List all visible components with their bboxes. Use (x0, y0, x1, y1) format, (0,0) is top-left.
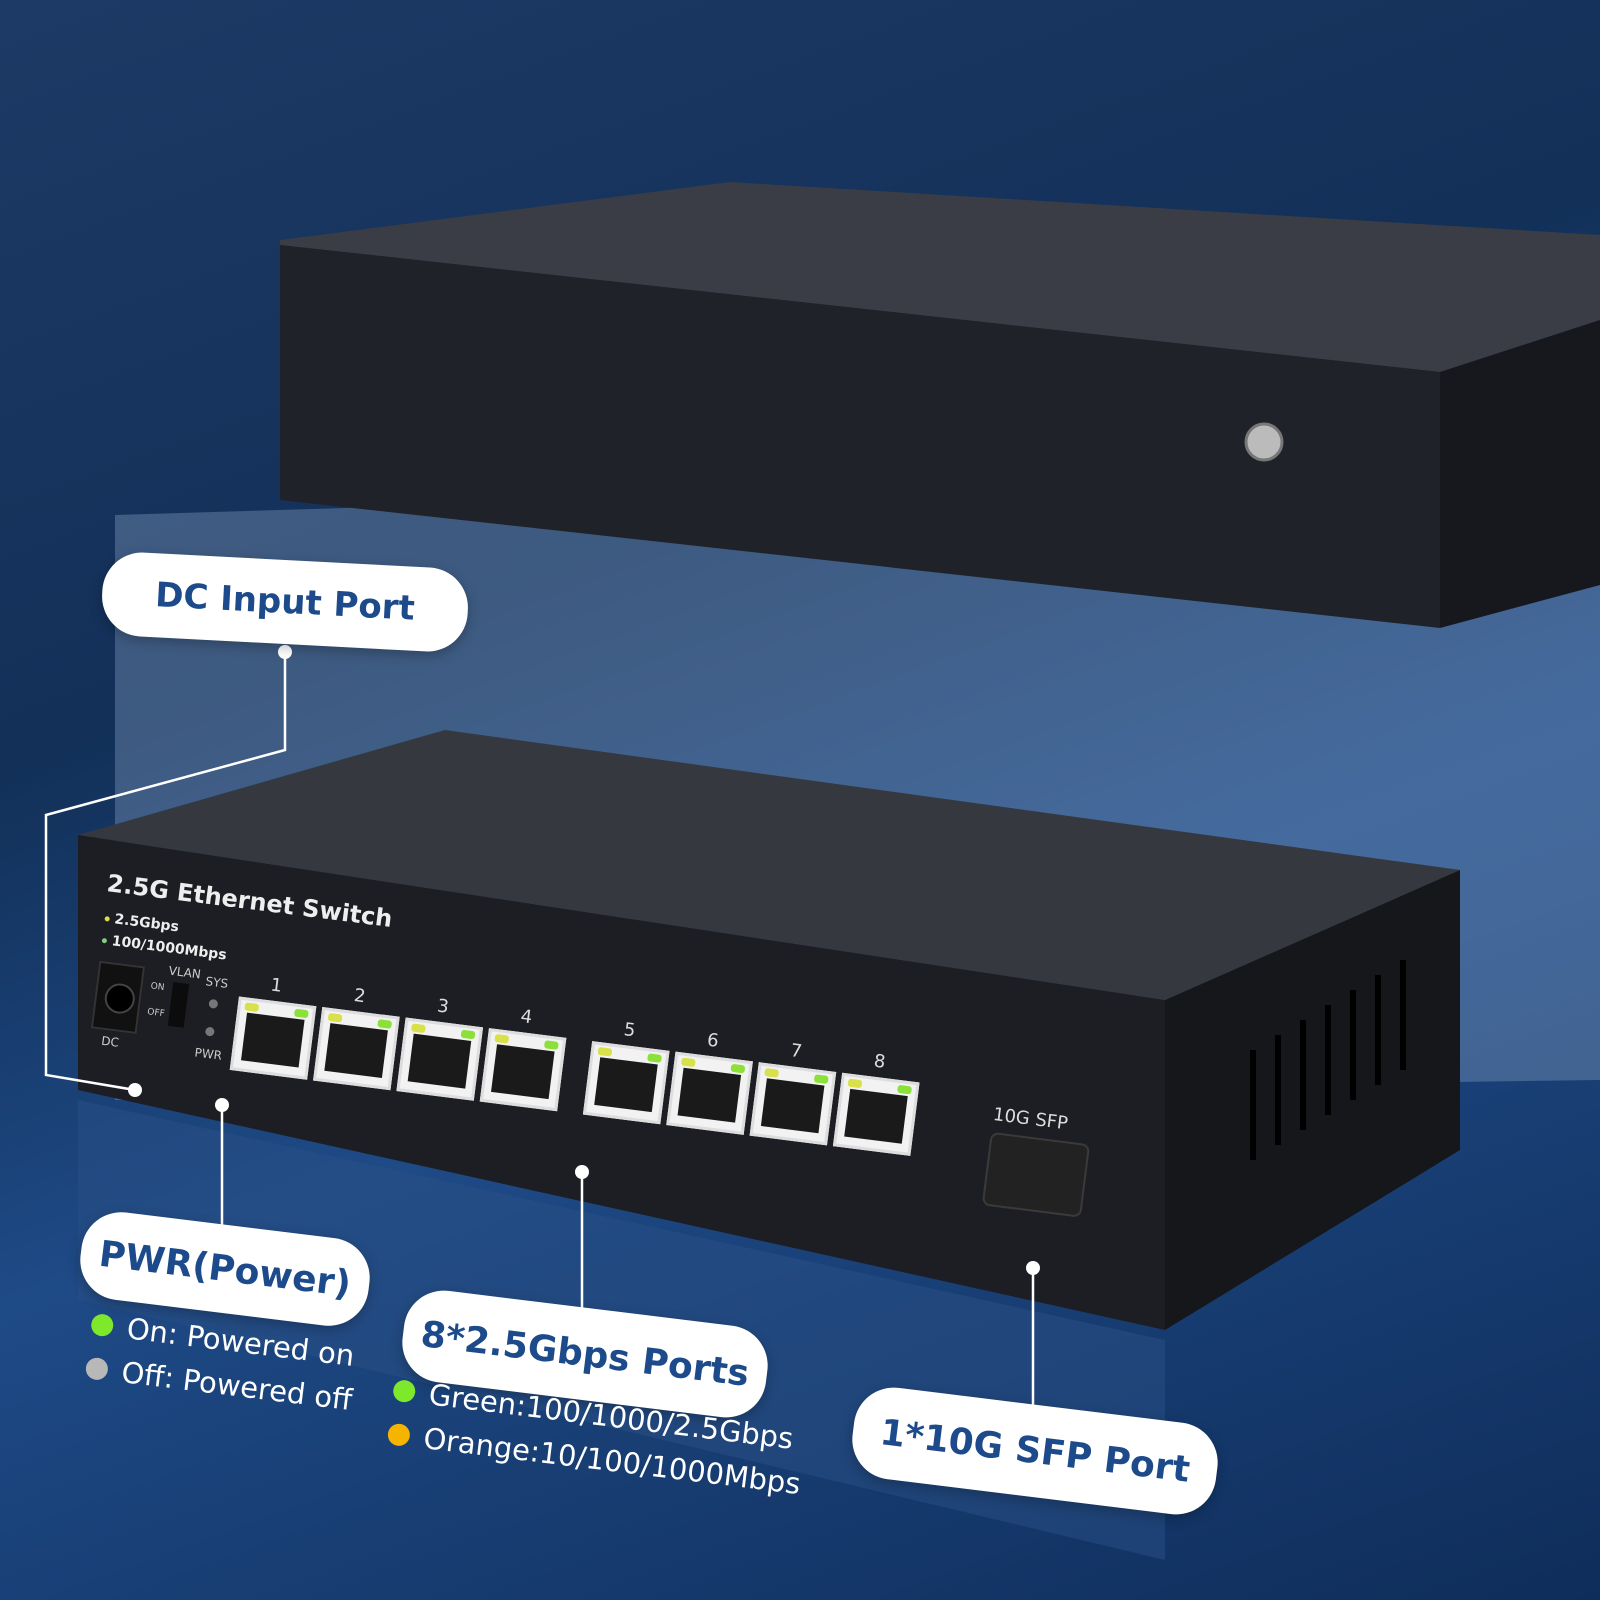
port-led-right (647, 1053, 662, 1063)
rj45-socket-icon (760, 1078, 825, 1134)
dc-label: DC (100, 1033, 120, 1050)
port-led-right (293, 1008, 309, 1019)
switch-side (1165, 870, 1460, 1330)
green-dot-icon (89, 1312, 115, 1338)
ethernet-port[interactable] (749, 1062, 837, 1146)
top-box-front (280, 245, 1440, 628)
ethernet-port[interactable] (396, 1017, 484, 1101)
port-led-right (460, 1029, 476, 1040)
led-yellow-icon (104, 915, 111, 922)
port-led-right (897, 1084, 913, 1095)
port-led-left (597, 1046, 613, 1057)
port-led-left (410, 1023, 426, 1034)
port-led-right (377, 1019, 393, 1029)
sys-label: SYS (204, 974, 229, 991)
ethernet-port[interactable] (582, 1041, 670, 1125)
ethernet-port[interactable] (832, 1072, 920, 1156)
led-green-icon (101, 937, 108, 943)
rj45-socket-icon (241, 1012, 305, 1068)
vlan-off-label: OFF (146, 1007, 166, 1020)
rj45-socket-icon (407, 1033, 472, 1089)
rj45-socket-icon (324, 1023, 388, 1079)
rj45-socket-icon (844, 1088, 908, 1144)
sfp-port[interactable] (981, 1131, 1091, 1218)
ethernet-port[interactable] (229, 996, 317, 1080)
ethernet-port[interactable] (666, 1051, 753, 1135)
dc-socket-icon (103, 981, 137, 1016)
port-led-right (813, 1074, 829, 1084)
port-led-left (244, 1002, 260, 1013)
switch-lid (78, 730, 1460, 1000)
port-led-left (847, 1078, 863, 1089)
rj45-socket-icon (491, 1044, 555, 1100)
gray-dot-icon (84, 1356, 110, 1382)
orange-dot-icon (386, 1422, 412, 1448)
green-dot-icon (391, 1378, 417, 1404)
dc-jack[interactable] (90, 960, 146, 1034)
screw-icon (1244, 422, 1284, 462)
rj45-socket-icon (677, 1067, 742, 1123)
port-led-left (680, 1057, 696, 1068)
port-led-right (543, 1040, 559, 1050)
top-box-lid (280, 182, 1600, 372)
port-led-left (764, 1068, 780, 1078)
vlan-on-label: ON (149, 981, 165, 994)
port-led-right (730, 1063, 746, 1074)
port-led-left (494, 1033, 510, 1044)
ethernet-port[interactable] (313, 1007, 400, 1091)
rj45-socket-icon (594, 1057, 658, 1113)
top-box-side (1440, 320, 1600, 628)
vent-slots (1250, 960, 1406, 1160)
port-led-left (327, 1012, 343, 1023)
ethernet-port[interactable] (479, 1028, 567, 1112)
